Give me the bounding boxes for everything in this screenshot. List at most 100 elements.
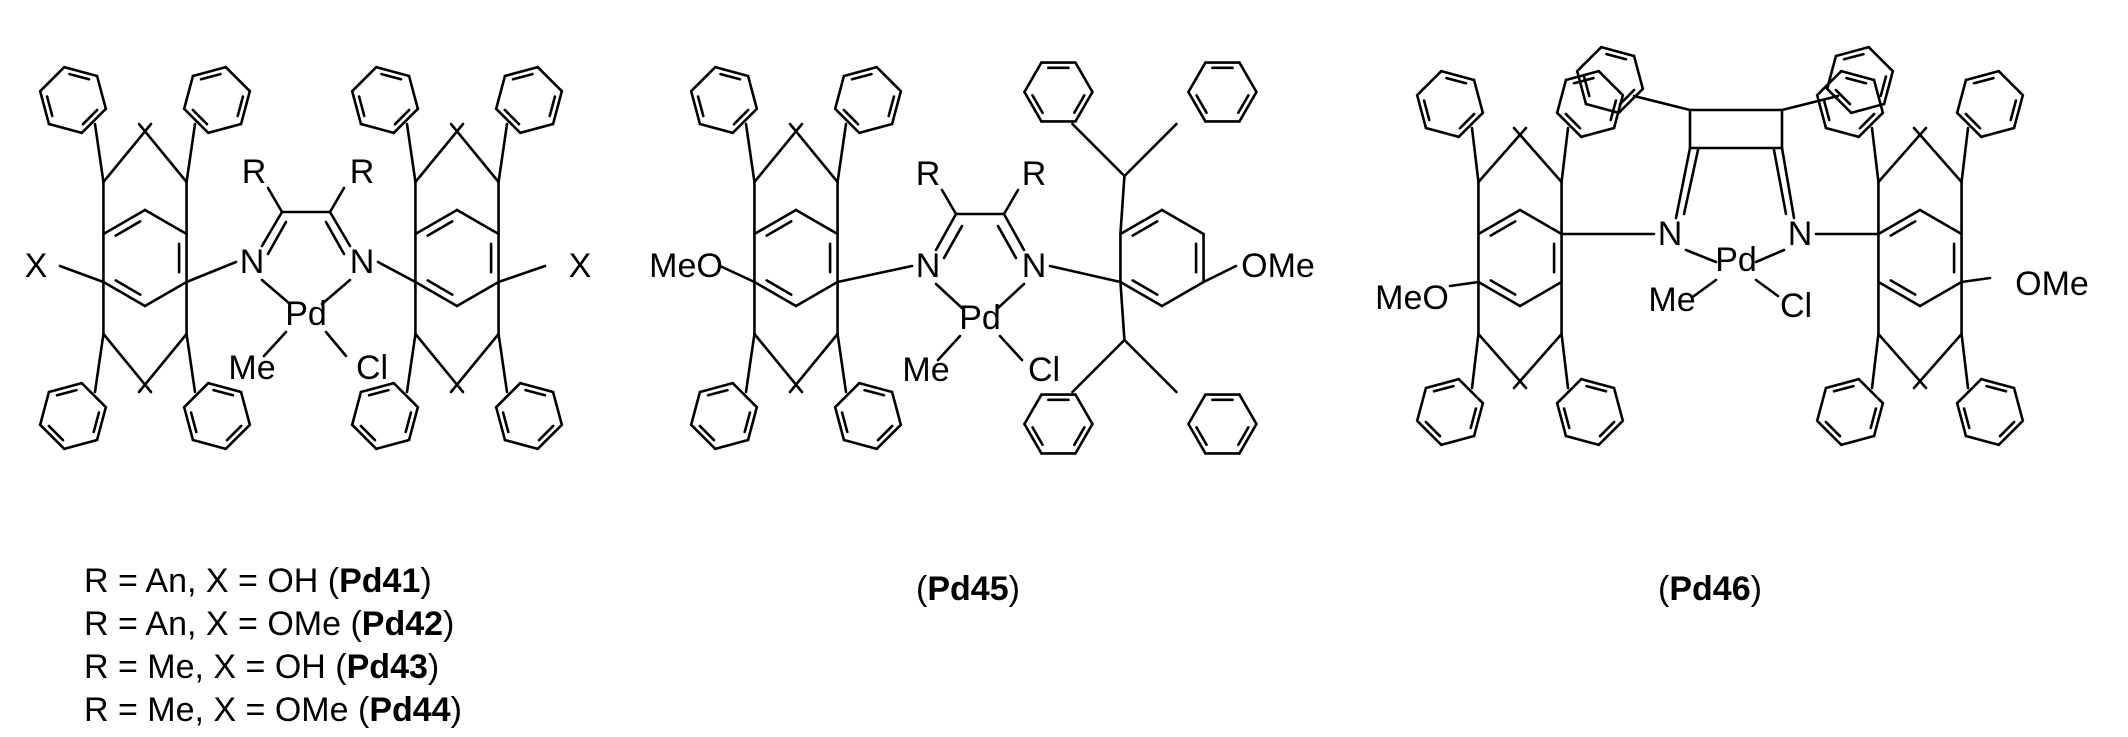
structure-pd41-44	[143, 280, 188, 308]
structure-pd41-44	[47, 122, 84, 135]
structure-pd41-44	[536, 423, 564, 451]
structure-pd45	[1023, 90, 1043, 123]
atom-label-pd: Pd	[959, 299, 1001, 337]
structure-pd46	[1599, 45, 1636, 58]
structure-pd46	[1772, 148, 1788, 216]
structure-pd41-44	[224, 65, 252, 93]
structure-pd45	[1073, 94, 1086, 115]
atom-label-n: N	[916, 247, 941, 285]
structure-pd45	[1160, 208, 1205, 236]
atom-label-ome: OMe	[1241, 247, 1315, 285]
structure-pd45	[788, 332, 839, 394]
legend-line-pd41: R = An, X = OH (Pd41)	[84, 562, 432, 600]
structure-pd45	[833, 107, 861, 135]
structure-pd46	[1754, 248, 1786, 264]
structure-pd41-44	[350, 390, 363, 427]
structure-pd45	[842, 65, 879, 78]
structure-pd46	[1962, 407, 1971, 430]
structure-pd45	[934, 282, 964, 310]
structure-pd41-44	[414, 332, 465, 394]
structure-pd41-44	[359, 381, 396, 394]
structure-pd46	[2012, 386, 2025, 423]
structure-pd41-44	[455, 280, 500, 308]
structure-pd45	[689, 65, 717, 93]
structure-pd41-44	[182, 107, 210, 135]
structure-pd41-44	[102, 280, 147, 308]
structure-pd46	[1979, 126, 2016, 139]
structure-pd46	[1489, 279, 1517, 296]
atom-label-me: Me	[1648, 281, 1695, 319]
structure-pd45	[1160, 280, 1205, 308]
structure-pd41-44	[407, 405, 420, 442]
structure-pd41-44	[93, 122, 105, 184]
structure-pd46	[1617, 87, 1645, 115]
structure-pd45	[1195, 426, 1208, 447]
structure-pd41-44	[95, 405, 108, 442]
structure-pd46	[1964, 112, 1982, 130]
structure-pd46	[1998, 420, 2016, 438]
structure-pd41-44	[58, 264, 105, 284]
structure-pd45	[1237, 94, 1250, 115]
structure-pd46	[1597, 69, 1625, 97]
structure-pd46	[1815, 419, 1843, 447]
structure-pd46	[1579, 377, 1616, 390]
structure-pd45	[1071, 338, 1126, 394]
structure-pd45	[836, 264, 914, 284]
structure-pd41-44	[38, 390, 51, 427]
structure-pd46	[1424, 420, 1442, 438]
structure-pd45	[744, 332, 756, 394]
structure-pd46	[1477, 280, 1522, 308]
structure-pd45	[833, 381, 861, 409]
structure-pd46	[1424, 126, 1461, 139]
structure-pd46	[1472, 78, 1485, 115]
structure-pd45	[753, 122, 804, 184]
structure-pd41-44	[38, 65, 66, 93]
structure-pd46	[1612, 93, 1625, 130]
structure-pd41-44	[518, 381, 555, 394]
structure-pd41-44	[494, 381, 522, 409]
structure-pd41-44	[404, 411, 413, 434]
structure-pd41-44	[81, 108, 99, 126]
structure-pd46	[1889, 279, 1917, 296]
structure-pd45	[731, 381, 759, 409]
structure-pd45	[934, 212, 958, 252]
structure-pd46	[1562, 407, 1571, 430]
atom-label-meo: MeO	[1375, 279, 1449, 317]
structure-pd46	[1555, 377, 1583, 405]
structure-pd46	[1889, 220, 1917, 237]
structure-pd41-44	[449, 122, 500, 184]
structure-pd46	[1448, 280, 1480, 288]
atom-label-meo: MeO	[649, 247, 723, 285]
structure-pd46	[1560, 332, 1570, 390]
structure-pd41-44	[367, 388, 390, 397]
structure-pd45	[998, 334, 1024, 362]
structure-pd46	[1609, 99, 1618, 122]
structure-pd41-44	[182, 381, 210, 409]
structure-pd41-44	[449, 332, 500, 394]
structure-pd41-44	[414, 208, 459, 236]
substituent-legend: R = An, X = OH (Pd41) R = An, X = OMe (P…	[84, 560, 462, 732]
structure-pd41-44	[62, 65, 99, 78]
structure-pd46	[1612, 386, 1625, 423]
atom-label-pd: Pd	[285, 295, 327, 333]
structure-pd41-44	[518, 122, 555, 135]
structure-pd41-44	[374, 65, 411, 78]
structure-pd41-44	[55, 388, 78, 397]
structure-pd45	[732, 108, 750, 126]
structure-pd41-44	[80, 107, 108, 135]
structure-pd45	[857, 381, 894, 394]
structure-pd45	[1238, 90, 1258, 123]
structure-pd46	[1997, 69, 2025, 97]
structure-pd46	[1839, 434, 1876, 447]
structure-pd41-44	[376, 260, 417, 284]
structure-pd46	[1824, 377, 1861, 390]
structure-pd45	[753, 280, 798, 308]
structure-pd46	[1832, 384, 1855, 393]
structure-pd41-44	[350, 65, 378, 93]
structure-pd46	[1754, 278, 1780, 298]
structure-pd46	[1555, 401, 1568, 438]
structure-pd46	[1815, 69, 1843, 97]
atom-label-x: X	[25, 247, 48, 285]
structure-pd41-44	[324, 330, 348, 358]
structure-pd41-44	[328, 210, 352, 248]
